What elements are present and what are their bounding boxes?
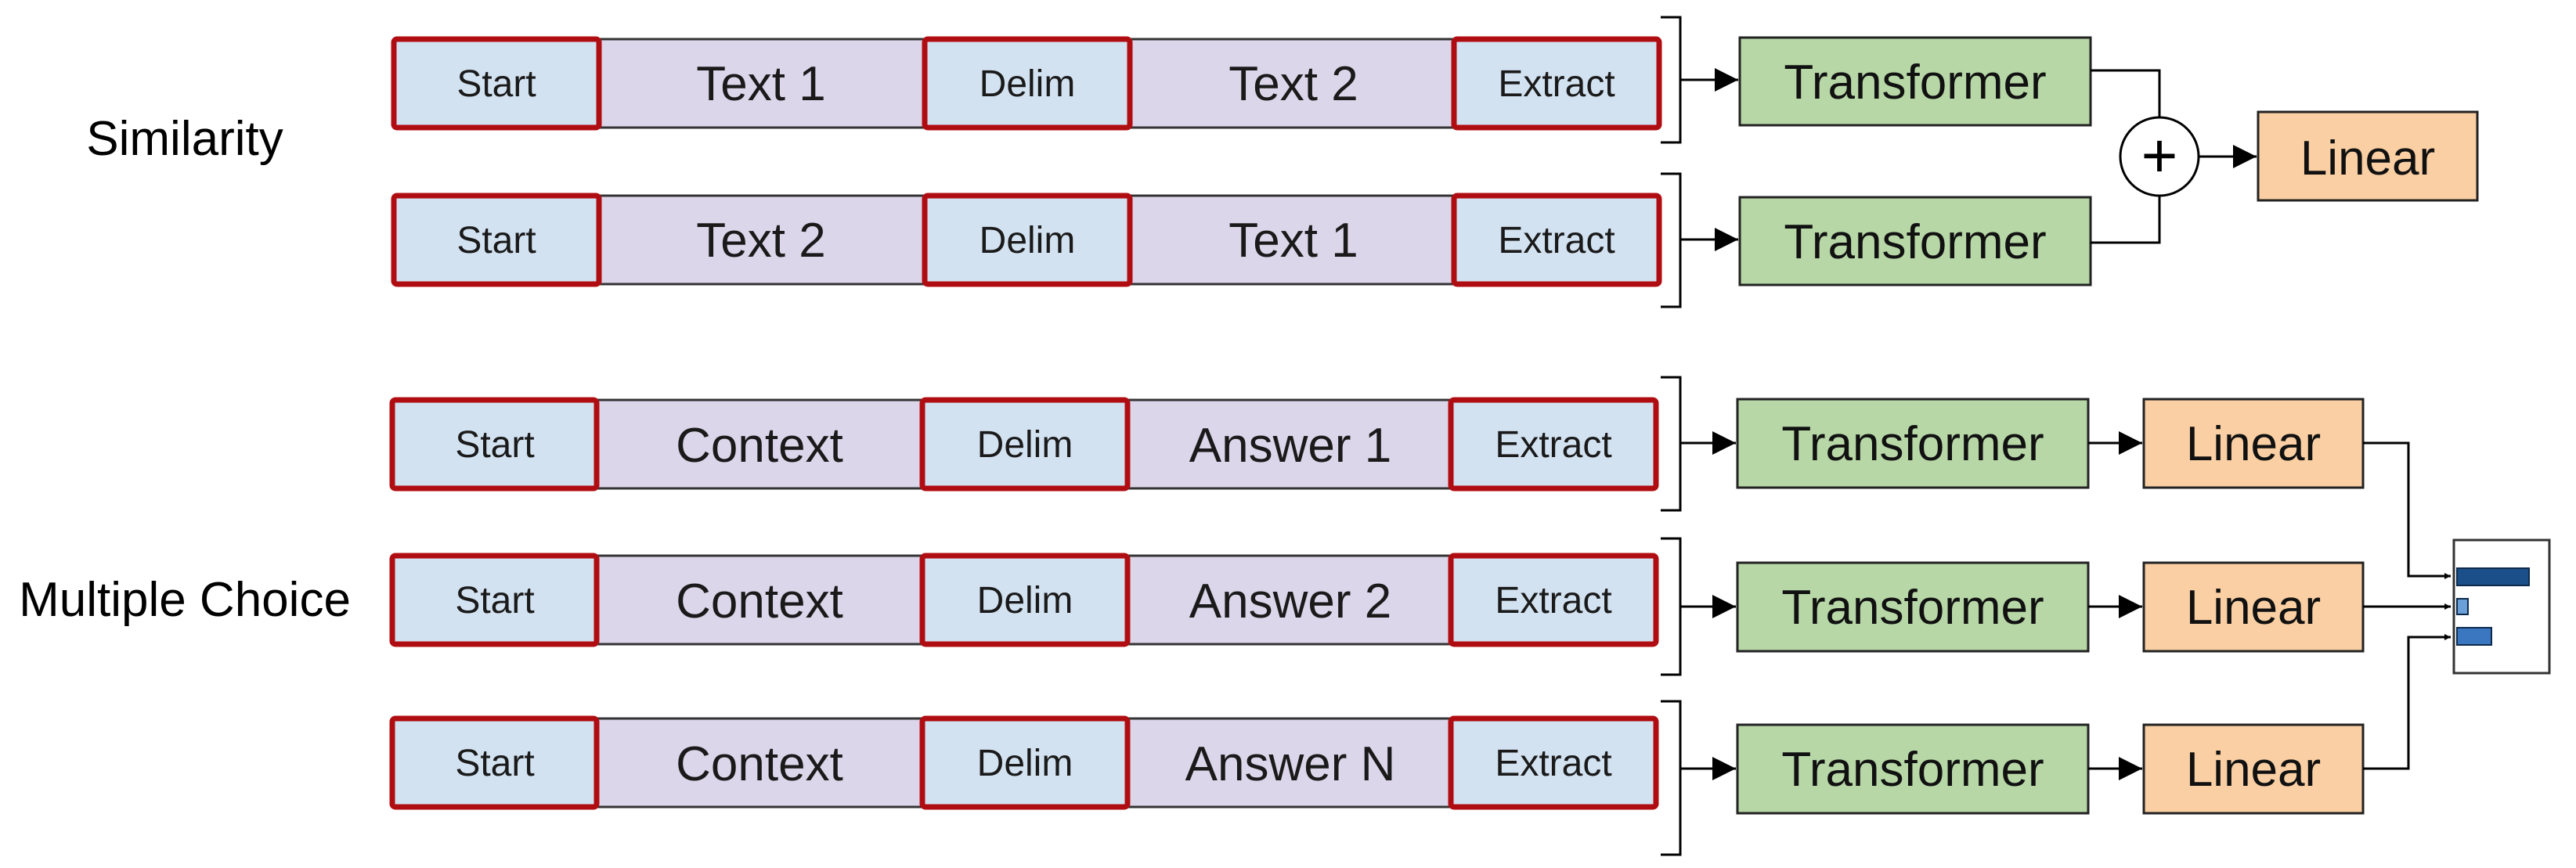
extract-token [1451,193,1662,287]
linear-label: Linear [2300,131,2435,185]
multiple-choice-row-1: Start Context Delim Answer 1 Extract Tra… [389,376,2365,512]
connector-line [2363,441,2451,579]
extract-token-label: Extract [1498,63,1615,105]
delim-token-label: Delim [977,424,1073,466]
start-token-label: Start [456,63,536,105]
input-bracket [1661,172,1682,308]
input-bracket [1661,16,1682,144]
similarity-row-1: Start Text 1 Delim Text 2 Extract Transf… [391,16,2092,144]
segment-2-label: Answer 1 [1189,419,1391,473]
delim-token [919,715,1131,810]
start-token [389,715,600,810]
start-token-label: Start [455,743,534,784]
segment-2-label: Text 2 [1228,57,1358,111]
transformer-label: Transformer [1781,581,2044,635]
input-bracket [1661,376,1682,512]
bar-chart-icon [2456,598,2469,615]
softmax-output [2363,441,2551,770]
segment-2-label: Text 1 [1228,214,1358,268]
start-token-label: Start [455,580,534,621]
connector-line [2363,634,2451,770]
start-token [389,397,600,492]
extract-token [1448,397,1659,492]
linear-block [2257,110,2479,202]
start-token [391,193,602,287]
transformer-label: Transformer [1781,743,2044,797]
multiple-choice-label: Multiple Choice [19,573,351,627]
delim-token-label: Delim [980,220,1076,261]
transformer-label: Transformer [1781,417,2044,471]
transformer-block [1736,398,2090,489]
delim-token-label: Delim [977,743,1073,784]
transformer-block [1736,723,2090,815]
delim-token-label: Delim [977,580,1073,621]
delim-token [922,36,1133,131]
start-token-label: Start [455,424,534,466]
similarity-row-2: Start Text 2 Delim Text 1 Extract Transf… [391,172,2092,308]
segment-1-label: Text 1 [696,57,825,111]
delim-token-label: Delim [980,63,1076,105]
bar-chart-icon [2452,538,2551,675]
bar-chart-icon [2456,567,2530,586]
segment-2-label: Answer N [1185,737,1396,791]
multiple-choice-row-2: Start Context Delim Answer 2 Extract Tra… [389,537,2365,676]
linear-label: Linear [2186,743,2321,797]
segment-1-label: Text 2 [696,214,825,268]
segment-2-label: Answer 2 [1189,574,1391,628]
extract-token [1448,715,1659,810]
linear-label: Linear [2186,581,2321,635]
multiple-choice-row-3: Start Context Delim Answer N Extract Tra… [389,700,2365,856]
linear-label: Linear [2186,417,2321,471]
connector-line [2091,196,2161,244]
extract-token [1451,36,1662,131]
similarity-combiner: + Linear [2091,69,2479,244]
delim-token [919,397,1131,492]
linear-block [2142,723,2365,815]
extract-token-label: Extract [1495,743,1611,784]
extract-token-label: Extract [1498,220,1615,261]
connector-line [2091,69,2161,117]
transformer-block [1738,196,2092,286]
delim-token [919,553,1131,647]
start-token [391,36,602,131]
segment-1-label: Context [676,737,843,791]
extract-token [1448,553,1659,647]
plus-icon: + [2141,121,2178,190]
similarity-label: Similarity [86,112,283,166]
segment-1-label: Context [676,574,843,628]
input-bracket [1661,537,1682,676]
extract-token-label: Extract [1495,424,1611,466]
start-token [389,553,600,647]
transformer-block [1738,36,2092,127]
transformer-label: Transformer [1784,215,2046,269]
delim-token [922,193,1133,287]
linear-block [2142,561,2365,653]
transformer-label: Transformer [1784,56,2046,110]
start-token-label: Start [456,220,536,261]
segment-1-label: Context [676,419,843,473]
extract-token-label: Extract [1495,580,1611,621]
bar-chart-icon [2456,627,2492,646]
input-bracket [1661,700,1682,856]
